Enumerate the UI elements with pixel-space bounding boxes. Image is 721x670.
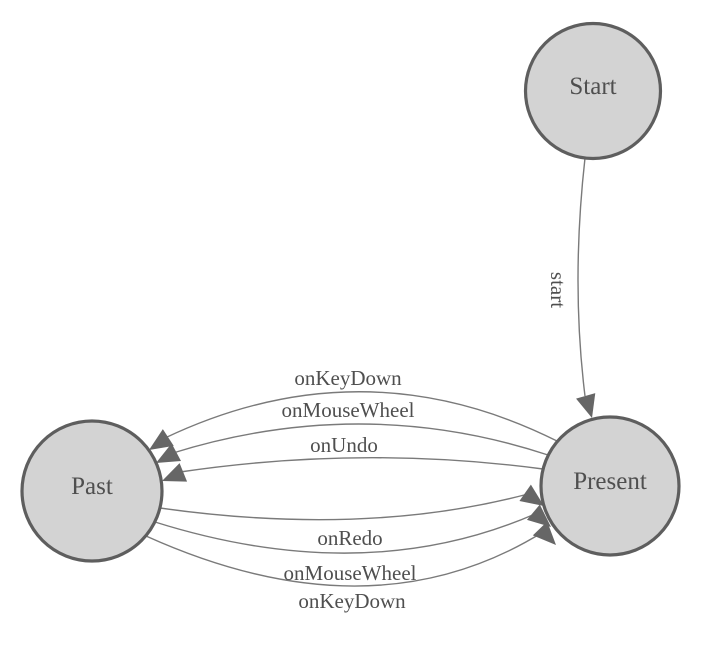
edge-present-to-past-onkeydown [164,391,558,442]
edge-label-onmousewheel-top: onMouseWheel [282,398,415,422]
edge-label-start: start [546,272,570,308]
edge-past-to-present-onredo [159,493,529,521]
edge-label-onmousewheel-bottom: onMouseWheel [284,561,417,585]
edge-start-to-present [577,157,586,397]
edge-label-onundo: onUndo [310,433,378,457]
node-past-circle[interactable] [20,419,164,563]
edge-label-onkeydown-top: onKeyDown [294,366,402,390]
arrowhead-start-to-present [576,393,596,418]
edge-present-to-past-onmousewheel [172,423,549,456]
arrowhead-onmousewheel-at-present [526,504,551,527]
node-start[interactable]: Start [523,21,663,161]
node-present-label: Present [573,468,647,495]
arrowhead-onundo-at-past [162,463,188,482]
arrowhead-onredo-at-present [519,484,544,506]
edge-label-onkeydown-bottom: onKeyDown [298,589,406,613]
node-start-label: Start [569,73,616,100]
arrowhead-onmousewheel-at-past [156,443,182,463]
node-present-circle[interactable] [539,415,681,557]
edge-present-to-past-onundo [179,457,544,473]
edge-label-onredo: onRedo [317,526,382,550]
node-start-circle[interactable] [523,21,663,161]
edge-past-to-present-onmousewheel [154,513,536,554]
edge-past-to-present-onkeydown [145,531,544,587]
node-past[interactable]: Past [20,419,164,563]
node-past-label: Past [71,473,113,500]
node-present[interactable]: Present [539,415,681,557]
arrowhead-onkeydown-at-present [532,521,556,545]
arrowhead-onkeydown-at-past [149,429,174,450]
